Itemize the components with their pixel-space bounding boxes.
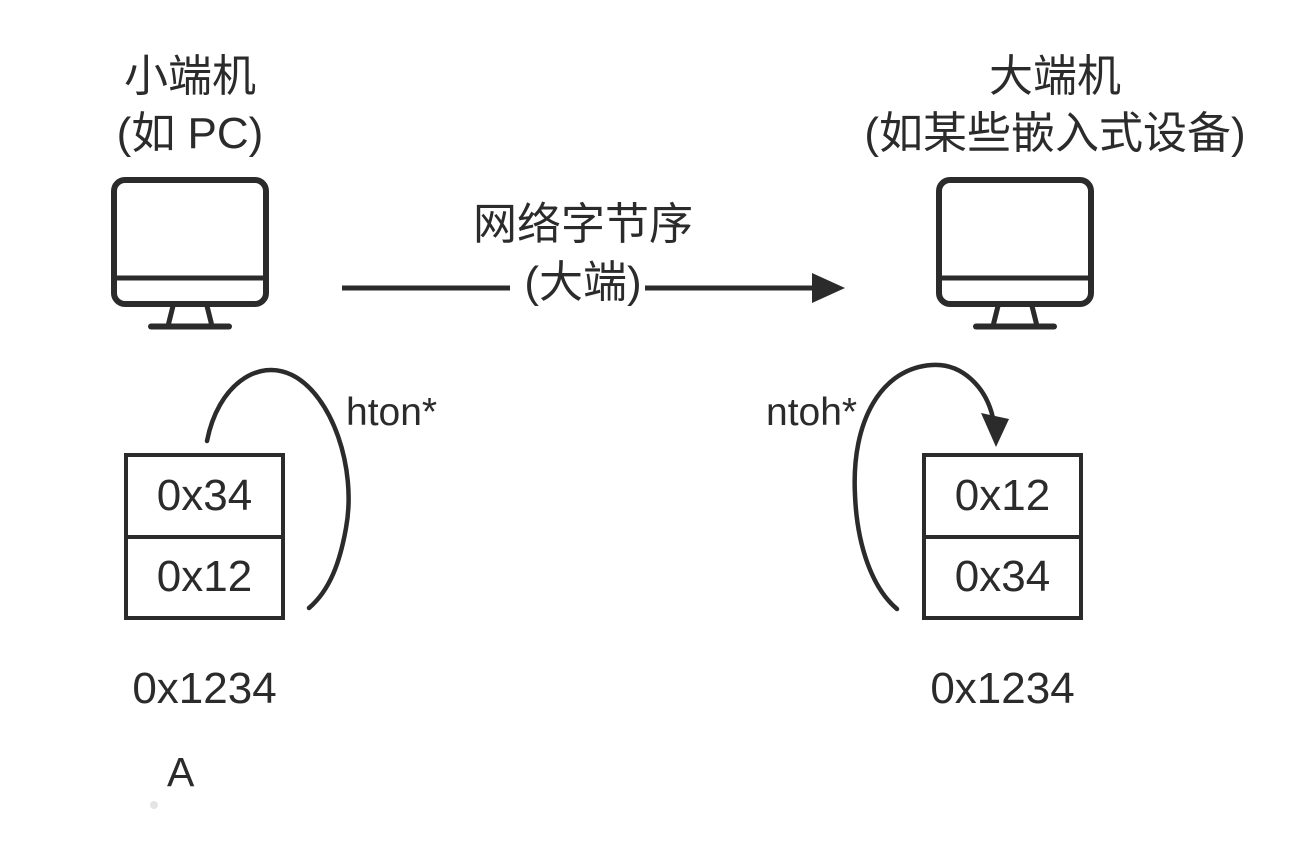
little-endian-value-label: 0x1234	[132, 664, 277, 713]
little-endian-memory-box: 0x34 0x12	[124, 453, 285, 620]
little-endian-byte-0: 0x34	[128, 457, 281, 539]
big-endian-title-line2: (如某些嵌入式设备)	[864, 109, 1246, 158]
ntoh-arc	[852, 362, 1009, 612]
big-endian-byte-1: 0x34	[954, 552, 1051, 602]
ntoh-label: ntoh*	[766, 391, 858, 434]
big-endian-title-line1: 大端机	[989, 52, 1121, 101]
little-endian-title-line2: (如 PC)	[116, 109, 264, 158]
big-endian-value-label: 0x1234	[930, 664, 1075, 713]
network-byte-order-label: 网络字节序 (大端)	[428, 196, 738, 312]
ntoh-arrowhead	[981, 413, 1009, 447]
big-endian-byte-0: 0x12	[926, 457, 1079, 539]
big-endian-memory-box: 0x12 0x34	[922, 453, 1083, 620]
little-endian-byte-1: 0x12	[156, 552, 253, 602]
big-endian-title: 大端机 (如某些嵌入式设备)	[830, 48, 1280, 162]
little-endian-monitor-icon	[111, 177, 269, 330]
network-label-line2: (大端)	[524, 258, 642, 307]
watermark-dot	[150, 801, 158, 809]
network-label-line1: 网络字节序	[473, 200, 693, 249]
network-arrow	[342, 273, 845, 303]
little-endian-title: 小端机 (如 PC)	[60, 48, 320, 162]
big-endian-monitor-icon	[936, 177, 1094, 330]
hton-label: hton*	[346, 391, 438, 434]
little-endian-title-line1: 小端机	[124, 52, 256, 101]
footnote-label: A	[167, 749, 195, 795]
network-arrowhead	[812, 273, 845, 303]
hton-arc	[204, 367, 351, 611]
